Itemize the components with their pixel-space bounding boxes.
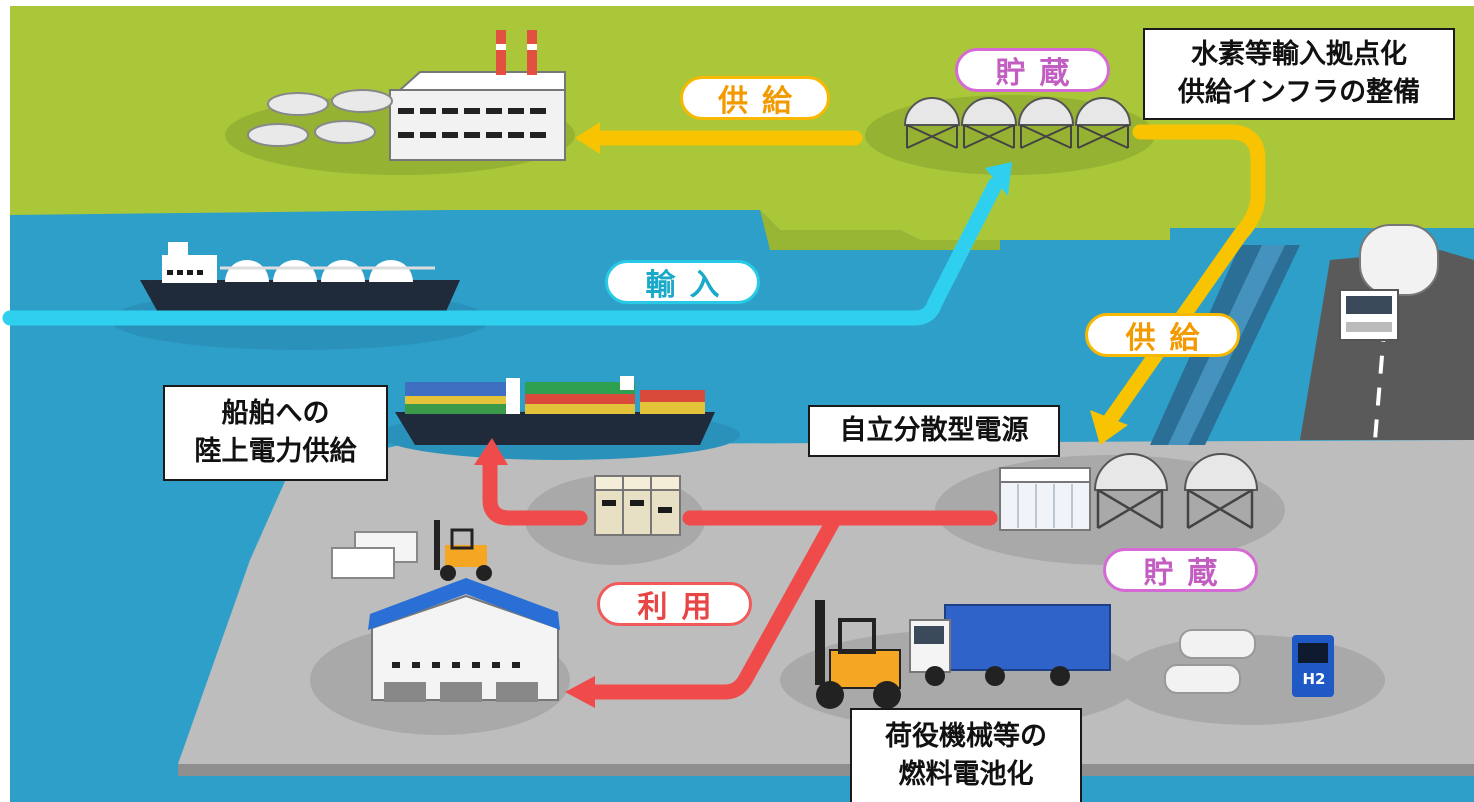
label-supply-right: 供給 [1085,313,1240,357]
port-edge [178,764,1474,776]
stacked-containers [331,531,418,579]
fuel-cell-truck [909,604,1111,686]
label-supply-top: 供給 [680,76,830,120]
h2-sign: H2 [1302,670,1326,688]
supply-arrow-right [1102,124,1266,428]
container-ship [380,376,740,460]
caption-line: 燃料電池化 [898,759,1034,790]
land-edge [760,210,1000,250]
label-import: 輸入 [605,260,760,304]
forklift-small [434,520,492,581]
caption-distributed-power: 自立分散型電源 [808,405,1060,457]
caption-line: 水素等輸入拠点化 [1191,39,1407,70]
distributed-generator [999,453,1259,531]
forklift-large [815,600,901,709]
h2-dispenser [1292,635,1334,697]
factory [389,30,566,161]
hydrogen-cylinders [1164,629,1256,694]
caption-line: 供給インフラの整備 [1177,77,1421,108]
tanker-truck [1339,224,1439,341]
storage-tanks-top [903,97,1132,149]
caption-fuel-cell: 荷役機械等の 燃料電池化 [850,708,1082,802]
use-arrow-warehouse [582,510,843,700]
caption-shore-power: 船舶への 陸上電力供給 [163,385,388,481]
caption-line: 自立分散型電源 [839,415,1029,446]
import-arrow [2,177,1003,326]
label-storage-top: 貯蔵 [955,48,1110,92]
warehouse [368,578,560,702]
label-storage-bottom: 貯蔵 [1103,548,1258,592]
caption-line: 陸上電力供給 [194,436,357,467]
power-unit [594,475,681,536]
caption-line: 荷役機械等の [885,721,1047,752]
caption-hydrogen-hub: 水素等輸入拠点化 供給インフラの整備 [1143,28,1455,120]
caption-line: 船舶への [221,398,330,429]
label-use: 利用 [597,582,752,626]
oil-tanks [247,89,393,147]
